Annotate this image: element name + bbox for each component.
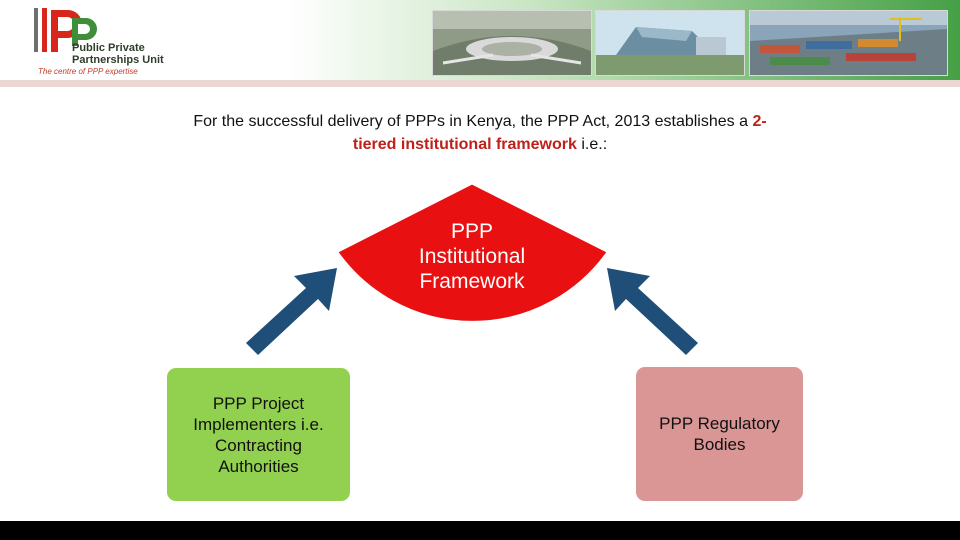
footer-bar — [0, 521, 960, 540]
left-box-line4: Authorities — [218, 456, 299, 476]
ppp-logo-mark-icon — [34, 8, 97, 52]
left-box-line3: Contracting — [215, 435, 302, 455]
center-label-line3: Framework — [419, 270, 525, 293]
port-photo — [749, 10, 948, 76]
intro-part2: i.e.: — [576, 136, 608, 153]
right-box-line1: PPP Regulatory — [659, 414, 780, 433]
left-arrow — [246, 268, 337, 355]
left-box-line2: Implementers i.e. — [193, 414, 324, 434]
logo-name-line2: Partnerships Unit — [72, 54, 164, 66]
intro-text: For the successful delivery of PPPs in K… — [140, 110, 820, 156]
building-photo — [595, 10, 745, 76]
right-box-line2: Bodies — [693, 435, 746, 454]
regulatory-bodies-box: PPP Regulatory Bodies — [636, 367, 803, 501]
header-divider — [0, 80, 960, 87]
project-implementers-box: PPP Project Implementers i.e. Contractin… — [167, 368, 350, 501]
institutional-framework-fan — [337, 183, 608, 322]
intro-highlight-number: 2- — [752, 113, 767, 130]
right-arrow — [607, 268, 698, 355]
center-label-line1: PPP — [450, 220, 494, 243]
intro-highlight-phrase: tiered institutional framework — [352, 136, 577, 153]
ppp-unit-logo: Public Private Partnerships Unit The cen… — [34, 6, 214, 78]
center-label: PPP Institutional Framework — [392, 219, 552, 294]
airport-photo — [432, 10, 592, 76]
left-box-line1: PPP Project — [212, 393, 305, 413]
logo-name-line1: Public Private — [72, 42, 145, 54]
center-label-line2: Institutional — [418, 245, 526, 268]
logo-tagline: The centre of PPP expertise — [38, 67, 138, 76]
logo-name: Public Private Partnerships Unit — [72, 42, 222, 66]
intro-part1: For the successful delivery of PPPs in K… — [193, 113, 753, 130]
